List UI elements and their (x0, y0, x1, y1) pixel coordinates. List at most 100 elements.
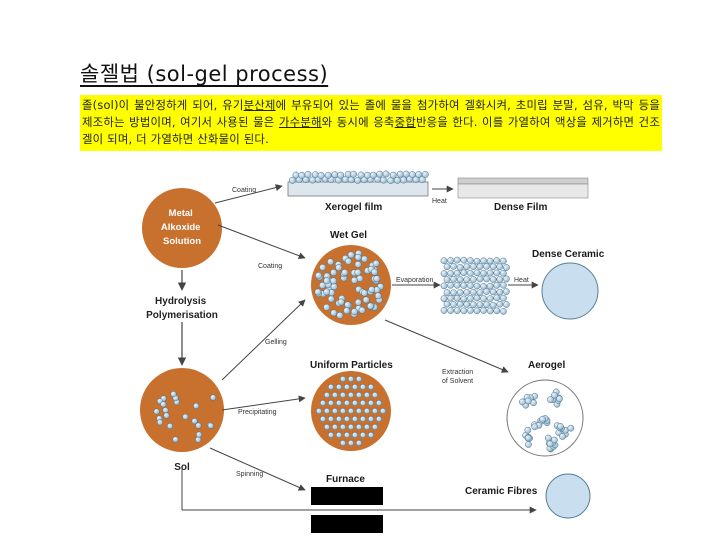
uniform-particle (331, 407, 339, 415)
block-particle (476, 263, 484, 270)
wet-gel-particle (350, 276, 358, 284)
wet-gel-particle (371, 268, 378, 276)
block-particle (486, 269, 494, 277)
uniform-particle (375, 399, 383, 407)
wet-gel-particle (315, 272, 322, 279)
block-particle (493, 307, 501, 315)
wet-gel-particle (350, 308, 358, 316)
spinning-label: Spinning (236, 471, 263, 478)
uniform-particle (351, 383, 359, 391)
aerogel-particle (557, 423, 564, 430)
aerogel-particle (524, 426, 532, 434)
gelling-label: Gelling (265, 339, 287, 346)
uniform-particle (371, 407, 379, 415)
block-particle (450, 289, 457, 297)
uniform-particle (339, 375, 347, 383)
ceramic-fibres-circle (545, 473, 591, 519)
xerogel-particle (311, 171, 319, 179)
wet-gel-particle (354, 298, 362, 306)
uniform-particle (323, 391, 331, 399)
uniform-particle (335, 415, 343, 423)
uniform-particle (323, 407, 331, 415)
block-particle (473, 282, 481, 290)
block-particle (483, 288, 490, 295)
aerogel-particle (524, 397, 532, 405)
wet-gel-particle (337, 298, 345, 306)
block-particle (450, 301, 457, 308)
extraction-label: Extraction of Solvent (442, 369, 475, 385)
uniform-particle (367, 383, 375, 391)
uniform-particle (379, 407, 387, 415)
uniform-particle (355, 375, 363, 383)
uniform-particle (347, 423, 355, 431)
wet-gel-particle (360, 289, 368, 297)
wet-gel-particle (354, 260, 362, 268)
block-particle (440, 295, 448, 302)
uniform-particle (323, 423, 331, 431)
aerogel-particle (559, 433, 566, 440)
uniform-particle (347, 375, 355, 383)
block-particle (500, 294, 507, 302)
block-particle (480, 269, 487, 277)
block-particle (456, 264, 464, 271)
sol-particle (156, 419, 164, 426)
xerogel-particle (350, 170, 357, 178)
uniform-particle (355, 391, 363, 399)
block-particle (473, 257, 481, 265)
block-particle (460, 307, 468, 315)
block-particle (440, 257, 448, 265)
block-particle (503, 275, 510, 283)
uniform-particle (359, 415, 367, 423)
uniform-particle (347, 439, 355, 447)
block-particle (480, 283, 487, 290)
wet-gel-particle (366, 302, 374, 310)
wet-gel-particle (330, 277, 337, 285)
aerogel-particle (539, 415, 546, 423)
block-particle (443, 289, 451, 296)
block-particle (473, 307, 481, 315)
sol-circle (140, 368, 224, 452)
wet-gel-particle (327, 258, 334, 266)
sol-particle (182, 413, 189, 420)
wet-gel-particle (319, 263, 327, 271)
uniform-particle (351, 431, 359, 439)
wet-gel-particle (362, 296, 370, 304)
block-particle (483, 275, 490, 283)
uniform-particle (315, 407, 323, 415)
block-particle (489, 288, 497, 296)
block-particle (447, 294, 454, 302)
sol-particle (210, 394, 217, 401)
block-particle (473, 269, 481, 277)
wet-gel-particle (373, 275, 381, 283)
wet-gel-particle (347, 251, 355, 259)
sol-particle (195, 436, 202, 443)
block-particle (453, 256, 461, 264)
xerogel-particle (408, 171, 416, 179)
sol-particle (153, 408, 160, 415)
wet-gel-particles (314, 249, 384, 319)
uniform-particle (355, 423, 363, 431)
block-particle (460, 256, 468, 264)
wet-gel-particle (323, 303, 331, 311)
sol-particle (193, 402, 200, 409)
block-particle (447, 269, 454, 277)
aerogel-particle (567, 424, 575, 432)
block-particle (496, 276, 504, 283)
uniform-particle (371, 391, 379, 399)
uniform-particle (375, 415, 383, 423)
sol-particle (163, 412, 170, 419)
wet-gel-particle (323, 277, 331, 285)
heat-top-label: Heat (432, 198, 447, 205)
aerogel-particle (551, 436, 558, 444)
block-particle (463, 289, 471, 296)
uniform-particle (359, 431, 367, 439)
xerogel-particle (369, 171, 377, 179)
uniform-particle (367, 431, 375, 439)
block-particle (456, 289, 464, 296)
block-particle (450, 275, 457, 283)
block-particle (480, 257, 487, 265)
aerogel-particle (524, 434, 532, 442)
block-particle (447, 307, 454, 314)
dense-film-top (457, 177, 589, 185)
heat-mid-label: Heat (514, 277, 529, 284)
